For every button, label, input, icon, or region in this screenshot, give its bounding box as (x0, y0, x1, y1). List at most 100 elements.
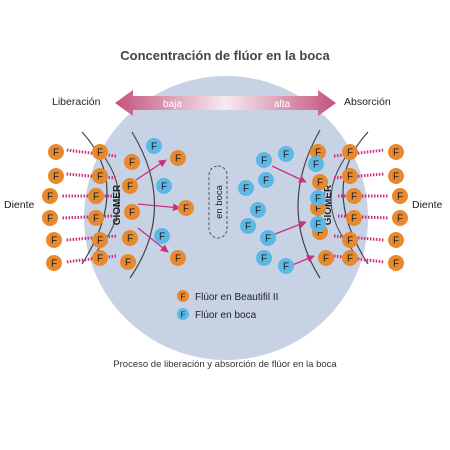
orange-fluoride-ion: F (342, 250, 358, 266)
giomer-label-right: GIOMER (323, 184, 334, 225)
blue-fluoride-ion: F (310, 190, 326, 206)
orange-fluoride-ion: F (46, 255, 62, 271)
svg-text:F: F (245, 222, 251, 233)
svg-text:F: F (315, 194, 321, 205)
release-arrows-left (61, 148, 117, 264)
legend-blue-label: Flúor en boca (195, 310, 257, 321)
svg-text:F: F (125, 258, 131, 269)
svg-text:F: F (347, 254, 353, 265)
orange-fluoride-ion: F (346, 188, 362, 204)
blue-fluoride-ion: F (156, 178, 172, 194)
diagram-title: Concentración de flúor en la boca (120, 48, 330, 63)
blue-fluoride-ion: F (238, 180, 254, 196)
blue-fluoride-ion: F (308, 156, 324, 172)
svg-text:F: F (129, 208, 135, 219)
svg-text:F: F (183, 204, 189, 215)
in-mouth-zone: en boca (208, 165, 228, 239)
legend-orange-label: Flúor en Beautifil II (195, 292, 278, 303)
legend-blue-icon: F (181, 311, 186, 320)
orange-fluoride-ion: F (92, 144, 108, 160)
low-label: baja (163, 99, 182, 110)
svg-text:F: F (315, 204, 321, 215)
svg-text:F: F (97, 172, 103, 183)
orange-fluoride-ion: F (170, 250, 186, 266)
orange-fluoride-ion: F (346, 210, 362, 226)
svg-text:F: F (175, 254, 181, 265)
tooth-label-left: Diente (4, 199, 35, 211)
svg-text:F: F (393, 172, 399, 183)
svg-text:F: F (323, 254, 329, 265)
release-arrows-right (333, 148, 389, 264)
svg-text:F: F (283, 262, 289, 273)
svg-text:F: F (53, 172, 59, 183)
orange-fluoride-ion: F (92, 232, 108, 248)
blue-fluoride-ion: F (278, 258, 294, 274)
orange-fluoride-ion: F (42, 210, 58, 226)
orange-fluoride-ion: F (388, 144, 404, 160)
blue-fluoride-ion: F (240, 218, 256, 234)
svg-text:F: F (347, 148, 353, 159)
svg-text:F: F (347, 236, 353, 247)
orange-fluoride-ion: F (92, 168, 108, 184)
svg-text:F: F (261, 156, 267, 167)
svg-text:F: F (151, 142, 157, 153)
svg-text:F: F (263, 176, 269, 187)
svg-text:F: F (351, 214, 357, 225)
svg-text:F: F (47, 214, 53, 225)
absorption-label: Absorción (344, 96, 391, 108)
svg-text:F: F (255, 206, 261, 217)
blue-fluoride-ion: F (310, 216, 326, 232)
blue-fluoride-ion: F (154, 228, 170, 244)
orange-fluoride-ion: F (388, 255, 404, 271)
svg-text:F: F (347, 172, 353, 183)
svg-text:F: F (97, 254, 103, 265)
svg-text:F: F (315, 148, 321, 159)
svg-text:F: F (261, 254, 267, 265)
orange-fluoride-ion: F (392, 188, 408, 204)
absorption-arrows (269, 165, 315, 267)
orange-fluoride-ion: F (318, 250, 334, 266)
blue-fluoride-ion: F (278, 146, 294, 162)
blue-fluoride-ion: F (250, 202, 266, 218)
svg-text:F: F (51, 259, 57, 270)
svg-text:F: F (243, 184, 249, 195)
svg-text:F: F (313, 160, 319, 171)
svg-text:F: F (393, 259, 399, 270)
release-label: Liberación (52, 96, 101, 108)
orange-fluoride-ion: F (392, 210, 408, 226)
blue-fluoride-ion: F (258, 172, 274, 188)
orange-fluoride-ion: F (122, 230, 138, 246)
orange-fluoride-ion: F (48, 144, 64, 160)
orange-fluoride-ion: F (178, 200, 194, 216)
svg-text:F: F (97, 148, 103, 159)
orange-fluoride-ion: F (388, 168, 404, 184)
orange-fluoride-ion: F (342, 144, 358, 160)
concentration-bar: baja alta (115, 90, 336, 116)
svg-text:F: F (47, 192, 53, 203)
orange-fluoride-ion: F (342, 168, 358, 184)
tooth-label-right: Diente (412, 199, 443, 211)
svg-text:F: F (53, 148, 59, 159)
blue-fluoride-ion: F (260, 230, 276, 246)
orange-fluoride-ion: F (46, 232, 62, 248)
orange-fluoride-ion: F (312, 174, 328, 190)
orange-fluoride-ion: F (124, 204, 140, 220)
in-mouth-label: en boca (214, 184, 225, 219)
orange-fluoride-ion: F (342, 232, 358, 248)
orange-fluoride-ion: F (388, 232, 404, 248)
orange-fluoride-ion: F (124, 154, 140, 170)
orange-fluoride-ion: F (88, 210, 104, 226)
blue-fluoride-ion: F (256, 250, 272, 266)
legend: F Flúor en Beautifil II F Flúor en boca (177, 290, 278, 321)
legend-orange-icon: F (181, 293, 186, 302)
orange-fluoride-ion: F (48, 168, 64, 184)
release-into-mouth-arrows (135, 159, 181, 253)
orange-fluoride-ion: F (120, 254, 136, 270)
orange-fluoride-ion: F (42, 188, 58, 204)
svg-text:F: F (397, 214, 403, 225)
diagram-caption: Proceso de liberación y absorción de flú… (113, 359, 337, 370)
svg-text:F: F (317, 178, 323, 189)
svg-text:F: F (93, 192, 99, 203)
svg-text:F: F (93, 214, 99, 225)
